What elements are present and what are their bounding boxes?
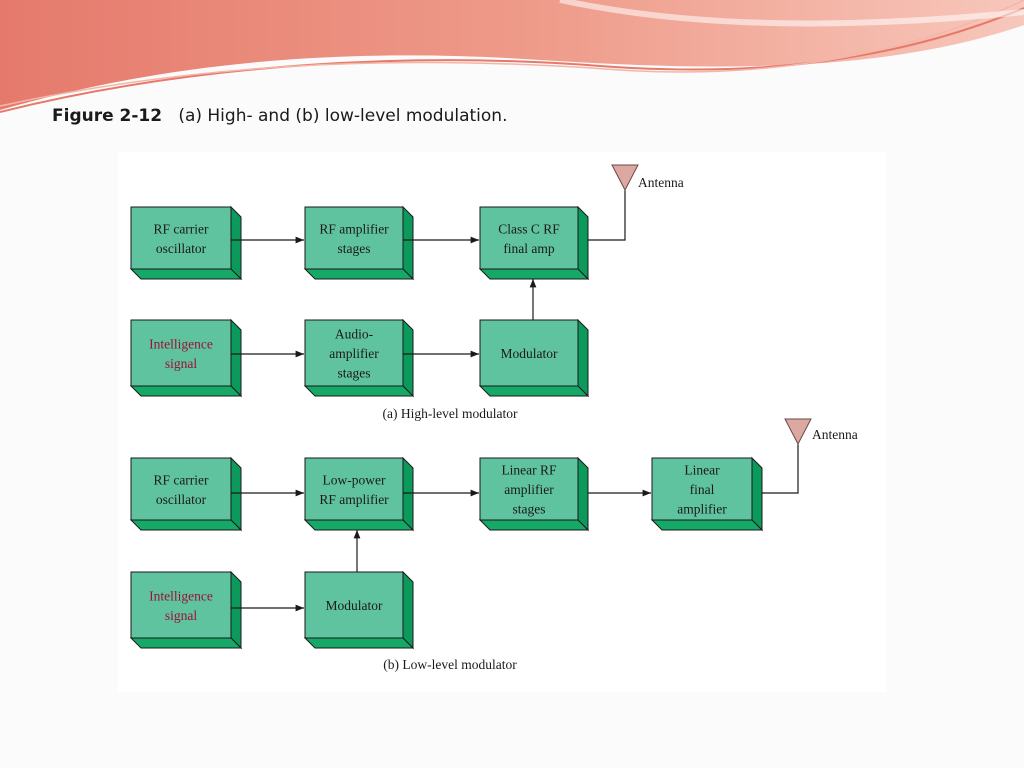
block-label-line: Class C RF <box>498 221 560 236</box>
block-label-line: amplifier <box>677 502 727 517</box>
high-level-class-c-final-amp-block: Class C RF final amp <box>478 205 590 281</box>
high-level-classc-to-antenna-wire <box>588 190 626 241</box>
low-level-linear-rf-amplifier-block: Linear RF amplifier stages <box>478 456 590 532</box>
low-level-rf-oscillator-block: RF carrier oscillator <box>129 456 243 532</box>
block-label-line: signal <box>165 356 197 371</box>
header-wave-decoration <box>0 0 1024 113</box>
low-level-antenna-icon <box>784 418 812 446</box>
low-level-caption: (b) Low-level modulator <box>383 657 517 672</box>
high-level-rf-oscillator-block: RF carrier oscillator <box>129 205 243 281</box>
block-label-line: amplifier <box>504 482 554 497</box>
block-label-line: RF carrier <box>153 472 209 487</box>
block-label-line: Modulator <box>501 346 558 361</box>
block-label-line: Linear RF <box>501 463 557 478</box>
high-level-intelligence-signal-block: Intelligence signal <box>129 318 243 398</box>
low-level-low-power-rf-amplifier-block: Low-power RF amplifier <box>303 456 415 532</box>
block-label-line: stages <box>513 502 546 517</box>
block-label-line: oscillator <box>156 492 207 507</box>
low-level-modulator-block: Modulator <box>303 570 415 650</box>
low-level-antenna-label: Antenna <box>812 427 858 442</box>
block-label-line: Low-power <box>323 472 386 487</box>
block-label-line: oscillator <box>156 241 207 256</box>
block-label-line: stages <box>338 366 371 381</box>
high-level-caption: (a) High-level modulator <box>383 406 518 421</box>
figure-number: Figure 2-12 <box>52 106 163 126</box>
block-label-line: stages <box>338 241 371 256</box>
block-label-line: Linear <box>684 463 720 478</box>
high-level-modulator-block: Modulator <box>478 318 590 398</box>
block-label-line: signal <box>165 608 197 623</box>
high-level-antenna-icon <box>611 164 639 192</box>
low-level-intelligence-signal-block: Intelligence signal <box>129 570 243 650</box>
block-label-line: final <box>690 482 715 497</box>
figure-caption: (a) High- and (b) low-level modulation. <box>178 106 508 126</box>
block-label-line: Intelligence <box>149 588 213 603</box>
low-level-final-to-antenna-wire <box>762 444 799 494</box>
block-label-line: final amp <box>503 241 555 256</box>
block-label-line: Intelligence <box>149 336 213 351</box>
high-level-audio-amplifier-block: Audio-amplifier stages <box>303 318 415 398</box>
block-label-line: amplifier <box>329 346 379 361</box>
block-label-line: RF carrier <box>153 221 209 236</box>
high-level-antenna-label: Antenna <box>638 175 684 190</box>
low-level-linear-final-amplifier-block: Linear final amplifier <box>650 456 764 532</box>
block-label-line: Audio- <box>335 327 374 342</box>
block-label-line: Modulator <box>326 598 383 613</box>
block-label-line: RF amplifier <box>319 492 389 507</box>
slide-title: Figure 2-12 (a) High- and (b) low-level … <box>52 106 507 126</box>
high-level-rf-amplifier-block: RF amplifier stages <box>303 205 415 281</box>
block-label-line: RF amplifier <box>319 221 389 236</box>
